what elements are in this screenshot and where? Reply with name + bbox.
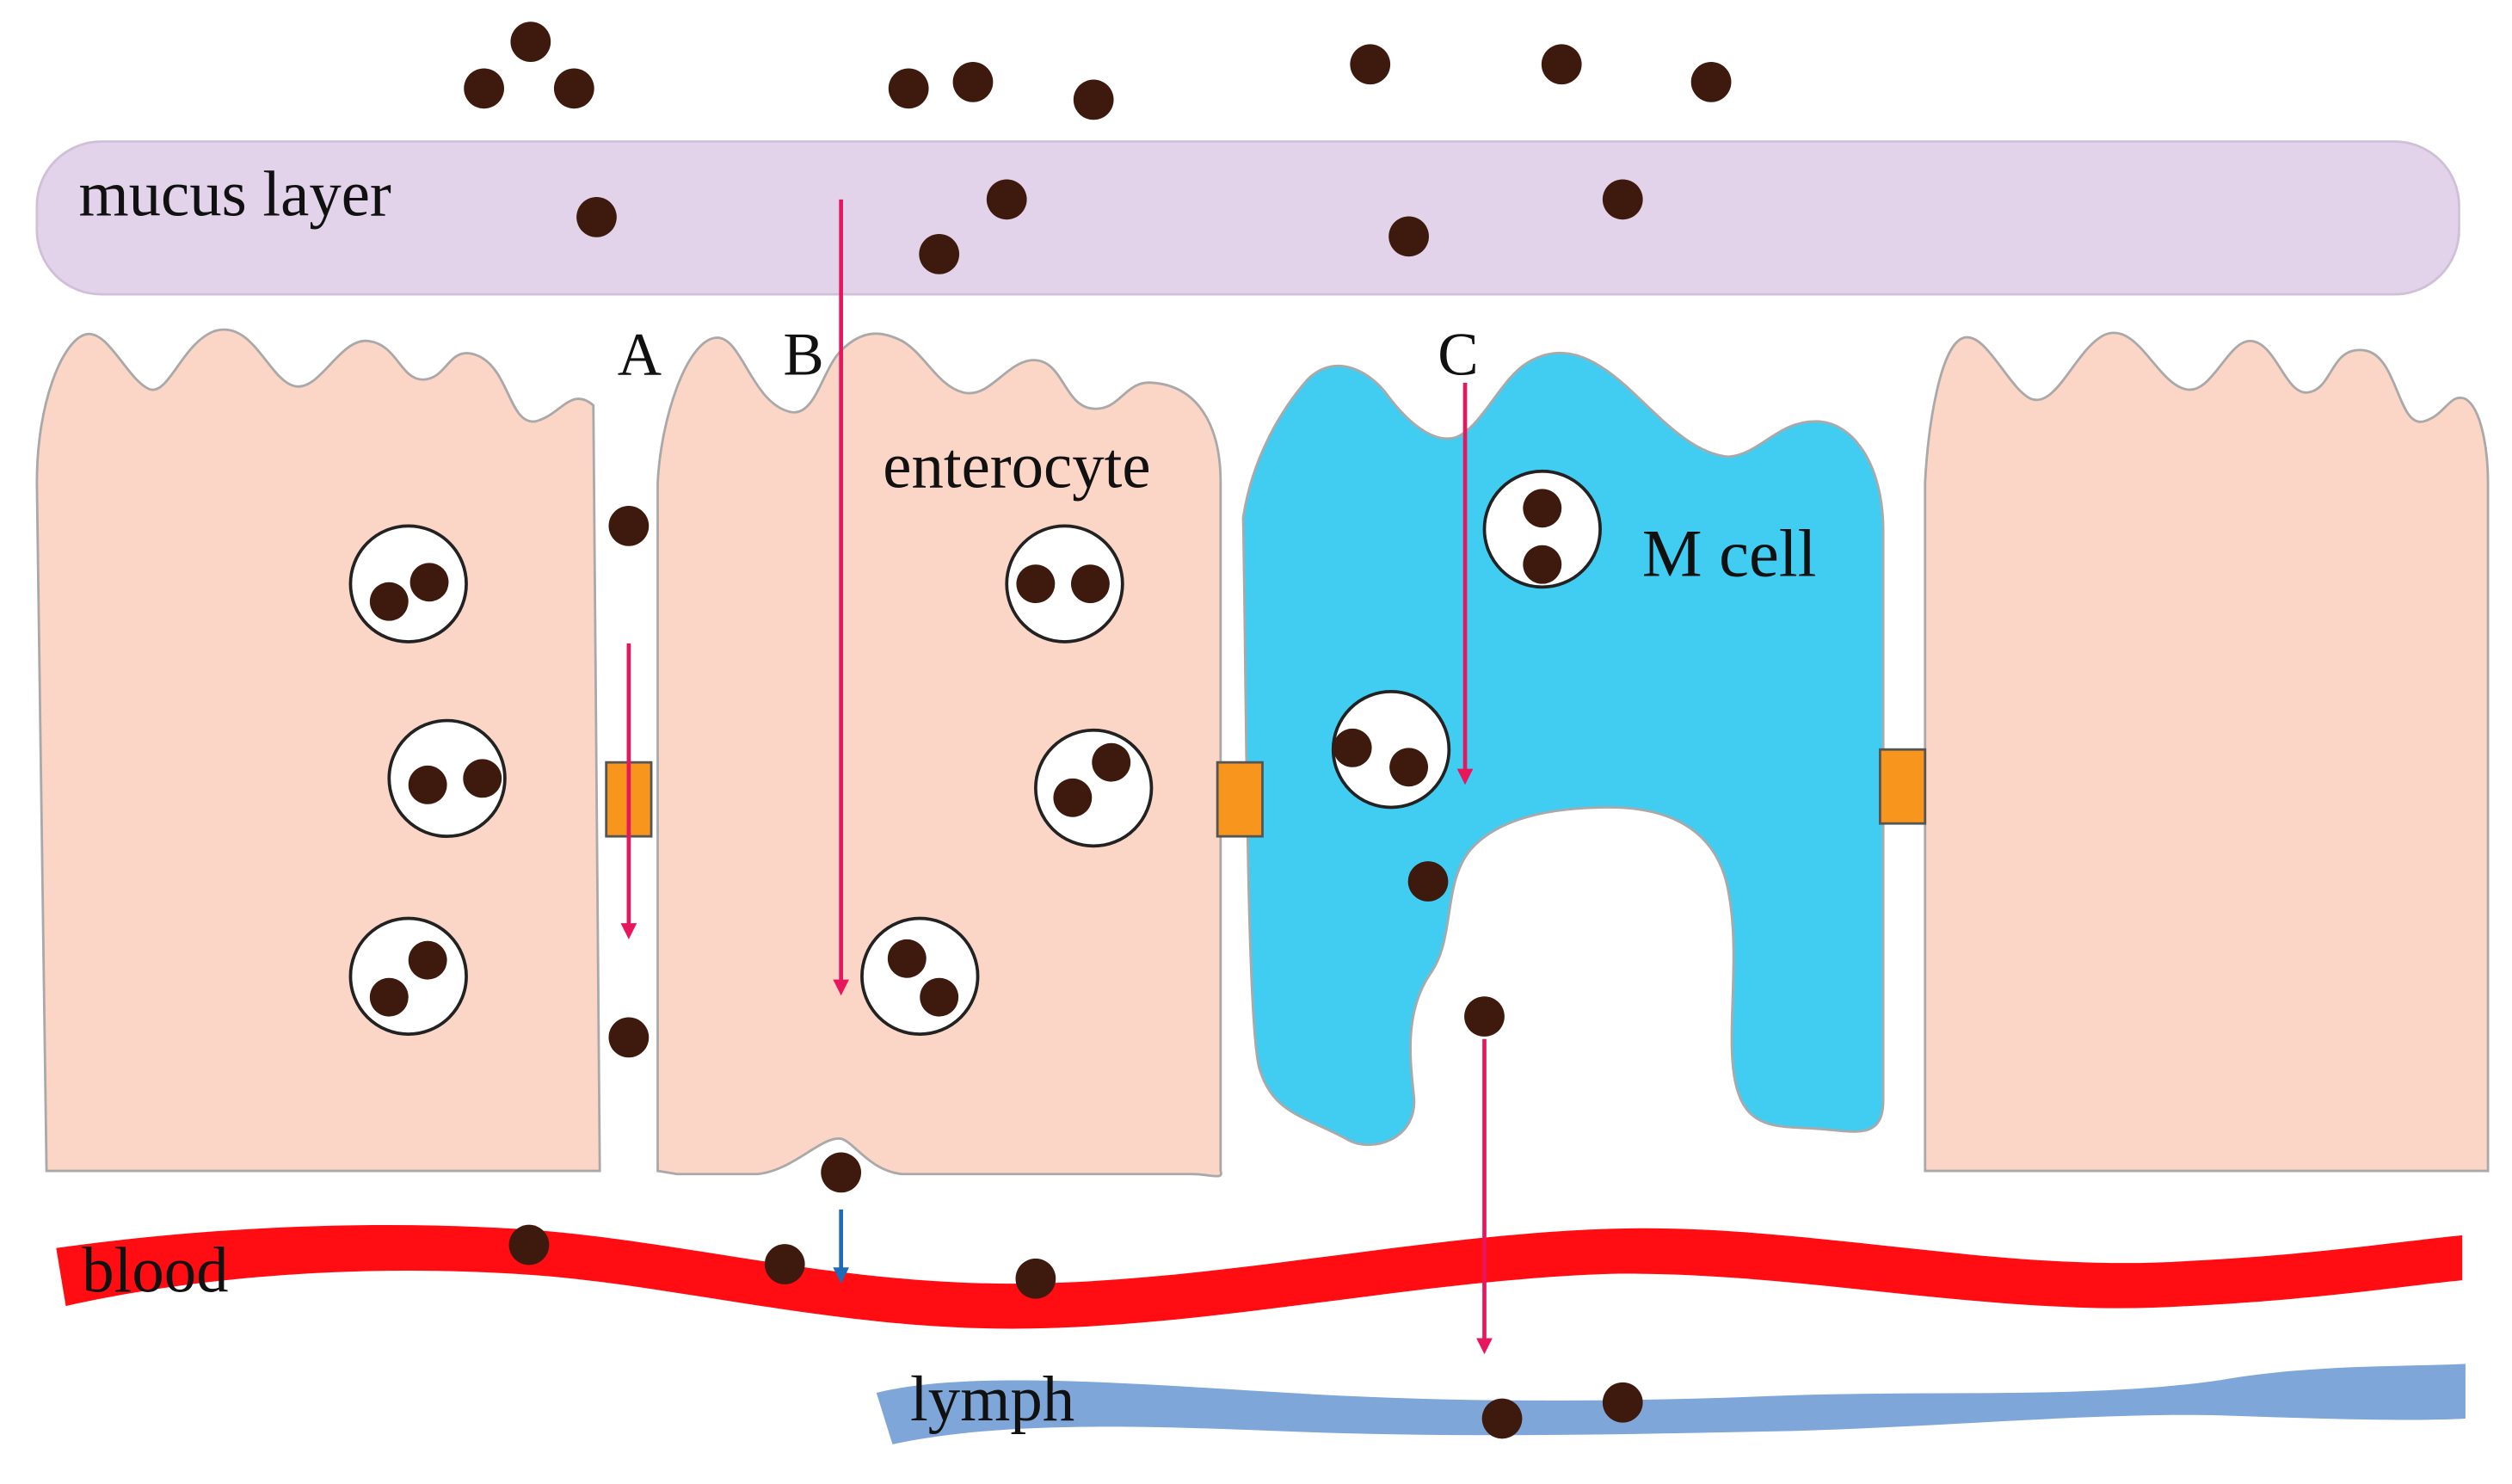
vesicle-1	[348, 524, 468, 643]
particle	[821, 1152, 862, 1193]
particle	[1407, 861, 1449, 902]
particle	[1388, 216, 1429, 257]
vesicle-4	[1005, 524, 1124, 643]
particle	[952, 61, 994, 102]
particle	[764, 1244, 805, 1284]
particle	[464, 68, 504, 109]
route-b-label: B	[783, 322, 823, 389]
particle	[888, 68, 929, 109]
tight-junction-3	[1878, 748, 1927, 825]
particle	[919, 234, 960, 274]
vesicle-7	[1482, 469, 1602, 589]
particle	[608, 505, 650, 546]
vesicle-8	[1331, 690, 1451, 810]
enterocyte-cell-1	[35, 328, 601, 1173]
particle	[986, 179, 1027, 220]
particle	[608, 1017, 650, 1058]
blood-vessel	[56, 1224, 2463, 1329]
particle	[576, 197, 617, 237]
mucus-layer-label: mucus layer	[78, 159, 391, 231]
particle	[1481, 1398, 1523, 1439]
lymph-vessel	[876, 1364, 2466, 1444]
particle	[510, 22, 551, 62]
lymph-label: lymph	[910, 1364, 1074, 1435]
vesicle-5	[1034, 728, 1154, 848]
particle	[1350, 44, 1391, 85]
particle	[1464, 996, 1505, 1037]
blood-label: blood	[82, 1235, 228, 1306]
particle	[1073, 79, 1114, 120]
vesicle-3	[348, 916, 468, 1036]
particle	[508, 1224, 550, 1265]
particle	[1541, 44, 1582, 85]
vesicle-6	[860, 916, 980, 1036]
route-c-label: C	[1438, 322, 1478, 389]
vesicle-2	[387, 718, 507, 839]
particle	[1602, 179, 1643, 220]
tight-junction-2	[1216, 760, 1264, 838]
mucus-layer	[35, 140, 2460, 296]
particle	[553, 68, 594, 109]
particle	[1015, 1258, 1056, 1299]
enterocyte-cell-3	[1924, 331, 2490, 1173]
particle	[1690, 61, 1732, 102]
m-cell-label: M cell	[1642, 515, 1817, 590]
enterocyte-label: enterocyte	[883, 430, 1150, 502]
particle	[1602, 1382, 1643, 1423]
route-a-label: A	[618, 322, 662, 389]
free-particles	[464, 22, 1732, 1439]
m-cell	[1241, 351, 1885, 1147]
